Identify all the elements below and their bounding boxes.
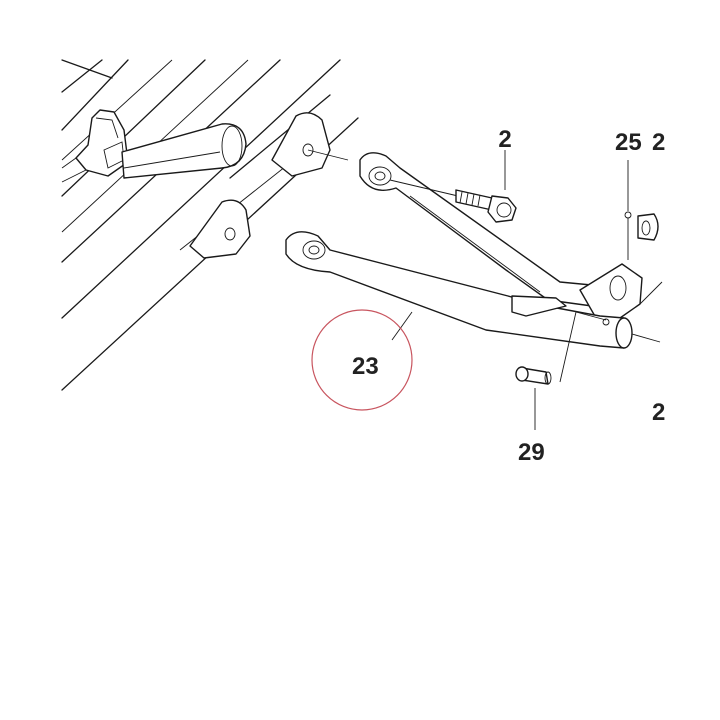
bolt-part-2: [389, 150, 517, 223]
circlip-part-25: [624, 160, 659, 260]
leader-line-23: [391, 311, 413, 341]
label-part-25-cut: 2: [652, 129, 665, 156]
rail-clip-bracket: [61, 109, 129, 183]
label-part-29: 29: [518, 439, 545, 466]
frame-cross-tube: [121, 123, 247, 179]
lower-arm: [285, 231, 661, 349]
frame-mount-lug-lower: [189, 199, 251, 259]
label-part-23: 23: [352, 353, 379, 380]
highlight-circle: [311, 309, 413, 411]
label-part-2: 2: [498, 126, 511, 153]
pivot-bracket-plate: [579, 263, 663, 319]
pin-part-29: [515, 311, 610, 430]
label-part-25: 25: [615, 129, 642, 156]
frame-mount-lug-upper: [271, 112, 349, 177]
label-part-right-cut: 2: [652, 399, 665, 426]
